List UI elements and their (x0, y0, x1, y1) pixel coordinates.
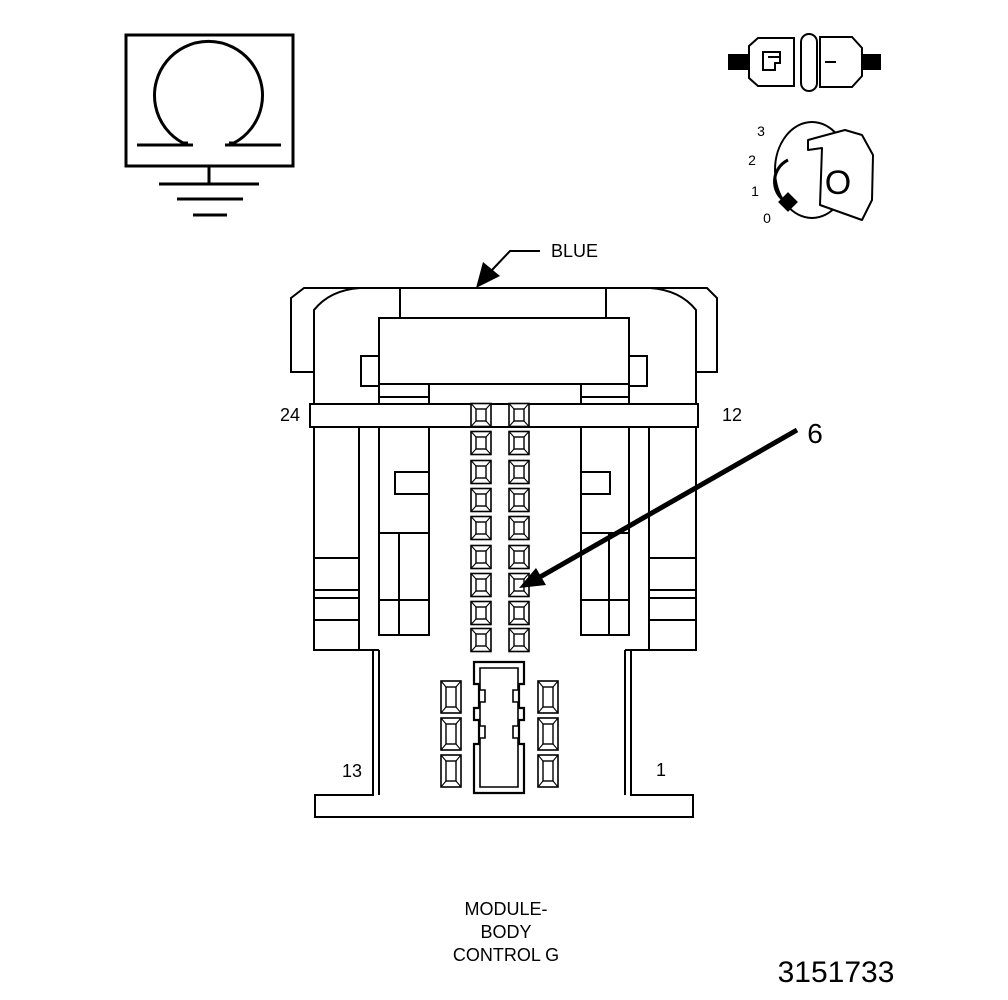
connector-body (290, 287, 718, 818)
figure-number: 3151733 (778, 956, 895, 989)
color-callout: BLUE (476, 241, 598, 288)
ignition-position-3: 3 (757, 123, 765, 139)
key-label: O (825, 164, 851, 202)
ignition-position-1: 1 (751, 183, 759, 199)
pin-label-24: 24 (280, 405, 300, 425)
ignition-key-off-icon: O 3 2 1 0 (748, 121, 874, 226)
caption-line-2: BODY (480, 922, 531, 942)
cavity-callout: 6 (519, 418, 823, 588)
callout-number: 6 (807, 418, 823, 449)
caption-line-1: MODULE- (464, 899, 547, 919)
pin-label-1: 1 (656, 760, 666, 780)
ohmmeter-ground-icon (124, 33, 295, 217)
ignition-position-0: 0 (763, 210, 771, 226)
ignition-position-2: 2 (748, 152, 756, 168)
connector-color-label: BLUE (551, 241, 598, 261)
pin-label-12: 12 (722, 405, 742, 425)
connector-disconnect-icon (728, 33, 881, 92)
polarizing-key (472, 660, 526, 795)
pin-label-13: 13 (342, 761, 362, 781)
caption-line-3: CONTROL G (453, 945, 559, 965)
